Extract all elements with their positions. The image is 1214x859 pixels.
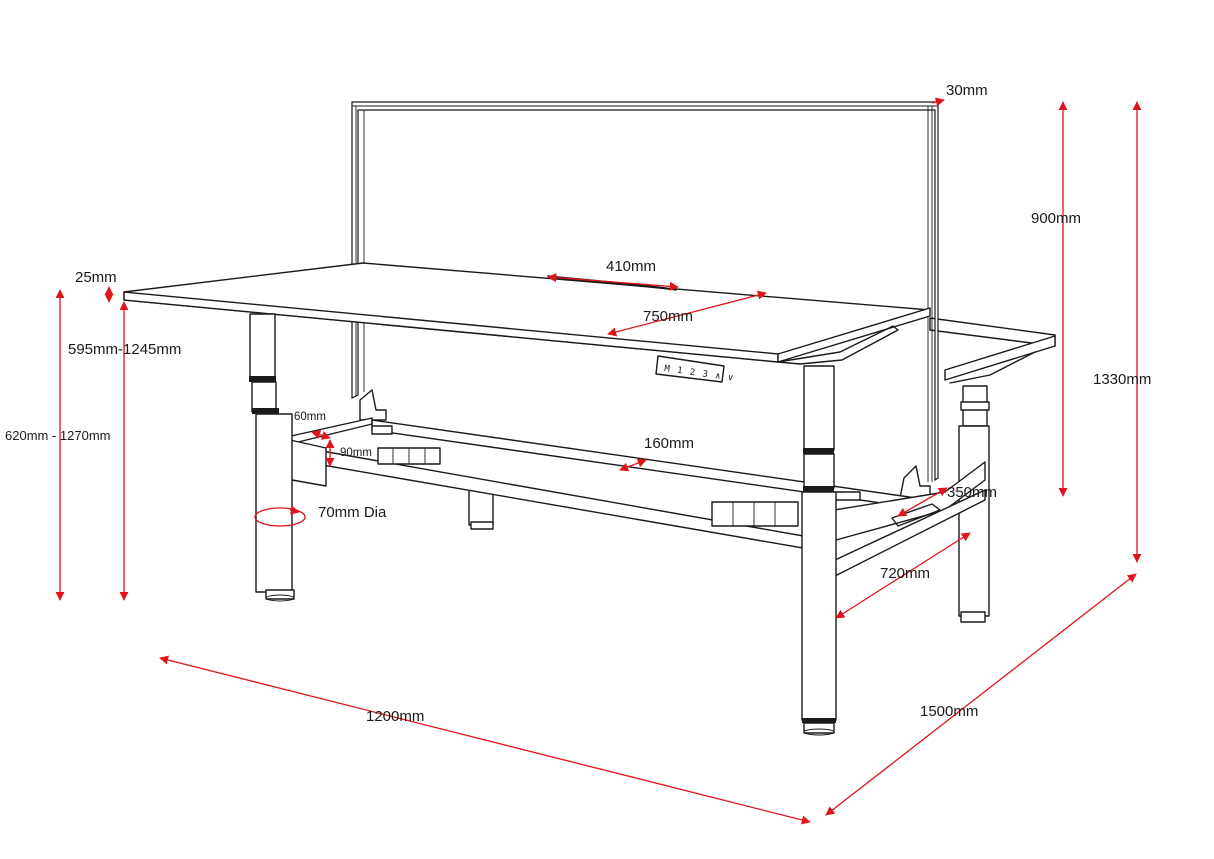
label-frame-beam-height: 90mm <box>340 447 372 459</box>
label-overall-depth: 1500mm <box>920 703 978 720</box>
dimension-labels: 30mm 900mm 1330mm 25mm 595mm-1245mm 620m… <box>5 82 1151 725</box>
far-desk-top <box>929 317 1056 384</box>
label-frame-depth: 720mm <box>880 565 930 582</box>
label-leg-diameter: 70mm Dia <box>318 504 387 521</box>
front-right-leg <box>801 365 837 736</box>
desk-top <box>123 262 931 365</box>
front-left-leg <box>249 313 295 602</box>
label-cable-port-width: 410mm <box>606 258 656 275</box>
desk-frame <box>281 417 986 577</box>
desk-drawing: M 1 2 3 ∧ ∨ <box>123 101 1056 736</box>
label-frame-beam-width: 60mm <box>294 411 326 423</box>
label-height-range-desk: 595mm-1245mm <box>68 341 181 358</box>
label-height-range-overall: 620mm - 1270mm <box>5 428 110 443</box>
dimension-lines <box>55 97 1142 825</box>
label-desk-depth: 750mm <box>643 308 693 325</box>
label-screen-thickness: 30mm <box>946 82 988 99</box>
label-overall-height: 1330mm <box>1093 371 1151 388</box>
label-cable-tray-width: 160mm <box>644 435 694 452</box>
height-controller: M 1 2 3 ∧ ∨ <box>655 355 735 384</box>
label-desk-width: 1200mm <box>366 708 424 725</box>
label-screen-height: 900mm <box>1031 210 1081 227</box>
label-top-thickness: 25mm <box>75 269 117 286</box>
label-foot-depth: 350mm <box>947 484 997 501</box>
